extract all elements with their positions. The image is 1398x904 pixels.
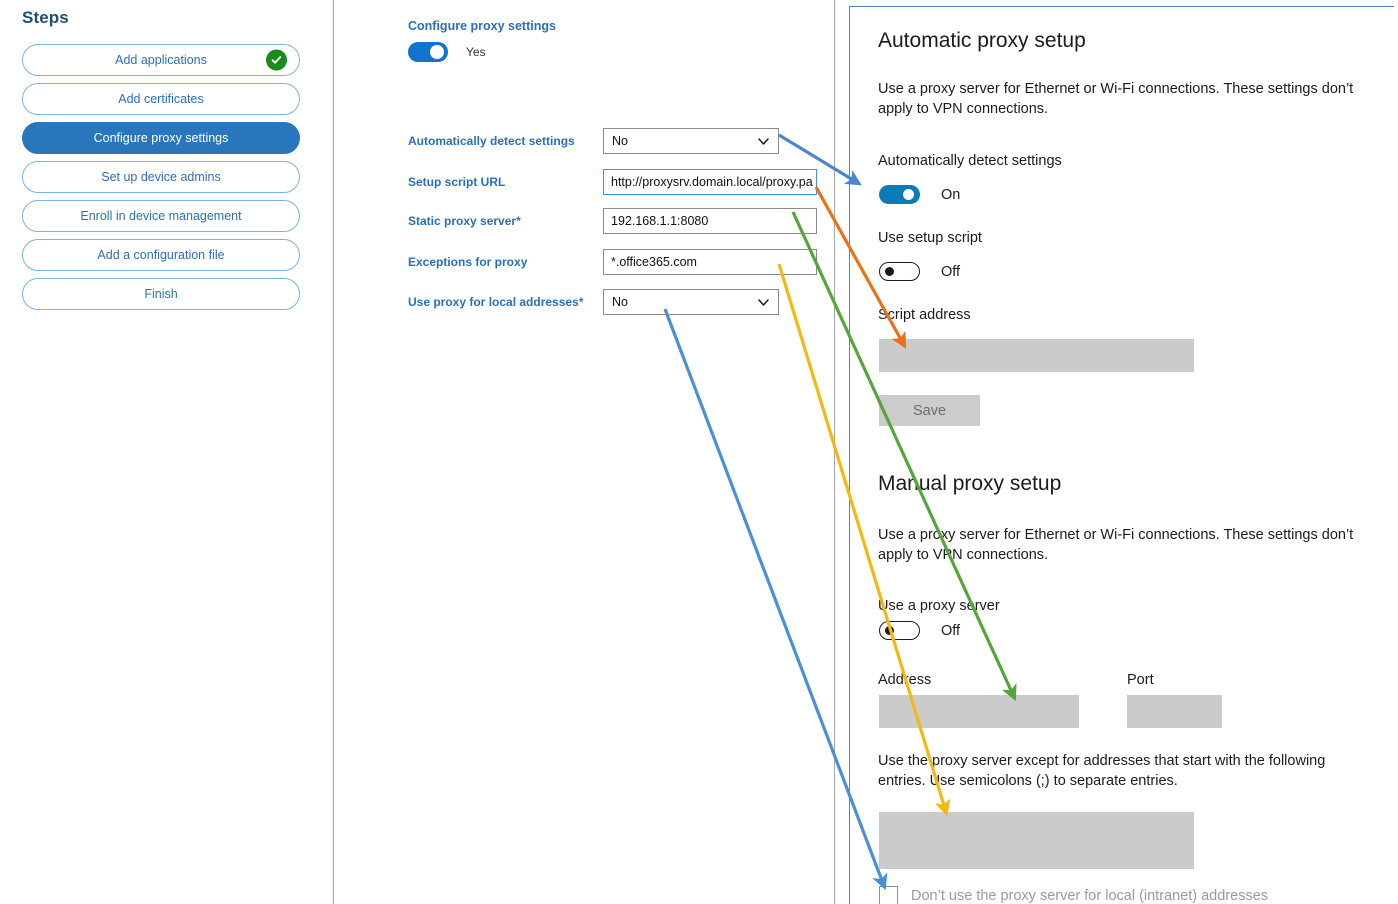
exceptions-for-proxy-input[interactable]: *.office365.com xyxy=(603,249,817,275)
field-static-proxy-server: Static proxy server* 192.168.1.1:8080 xyxy=(408,208,817,234)
input-value: *.office365.com xyxy=(611,255,697,269)
proxy-form-panel: Configure proxy settings Yes Automatical… xyxy=(334,0,834,904)
manual-proxy-setup-heading: Manual proxy setup xyxy=(878,472,1062,495)
configure-proxy-toggle[interactable] xyxy=(408,42,448,62)
step-label: Enroll in device management xyxy=(80,209,242,223)
step-item-configure-proxy-settings[interactable]: Configure proxy settings xyxy=(22,122,300,154)
panel-divider-right xyxy=(834,0,835,904)
chevron-down-icon xyxy=(757,135,770,148)
use-setup-script-toggle-row: Off xyxy=(879,262,960,281)
auto-detect-settings-toggle-state: On xyxy=(941,186,961,203)
step-item-enroll-in-device-management[interactable]: Enroll in device management xyxy=(22,200,300,232)
step-label: Add applications xyxy=(115,53,207,67)
form-heading: Configure proxy settings xyxy=(408,19,556,33)
toggle-knob xyxy=(903,189,914,200)
use-setup-script-toggle-state: Off xyxy=(941,263,961,280)
input-value: 192.168.1.1:8080 xyxy=(611,214,709,228)
port-input[interactable] xyxy=(1127,695,1222,728)
setup-script-url-input[interactable]: http://proxysrv.domain.local/proxy.pa xyxy=(603,169,817,195)
step-label: Add certificates xyxy=(118,92,204,106)
step-item-add-applications[interactable]: Add applications xyxy=(22,44,300,76)
use-proxy-for-local-addresses-select[interactable]: No xyxy=(603,289,779,315)
windows-proxy-settings-panel: Automatic proxy setup Use a proxy server… xyxy=(849,6,1394,904)
auto-detect-settings-toggle-row: On xyxy=(879,185,960,204)
save-button[interactable]: Save xyxy=(879,395,980,426)
steps-panel: Steps Add applications Add certificates … xyxy=(0,0,334,904)
automatically-detect-settings-select[interactable]: No xyxy=(603,128,779,154)
steps-list: Add applications Add certificates Config… xyxy=(22,44,300,317)
automatic-proxy-setup-heading: Automatic proxy setup xyxy=(878,29,1086,52)
address-input[interactable] xyxy=(879,695,1079,728)
use-a-proxy-server-toggle-state: Off xyxy=(941,622,961,639)
toggle-knob xyxy=(885,267,894,276)
step-label: Finish xyxy=(144,287,178,301)
auto-detect-settings-label: Automatically detect settings xyxy=(878,153,1062,169)
toggle-knob xyxy=(430,45,444,59)
port-label: Port xyxy=(1127,672,1154,688)
chevron-down-icon xyxy=(757,296,770,309)
field-label: Exceptions for proxy xyxy=(408,255,528,269)
use-a-proxy-server-toggle[interactable] xyxy=(879,621,920,640)
step-label: Set up device admins xyxy=(101,170,221,184)
field-setup-script-url: Setup script URL http://proxysrv.domain.… xyxy=(408,169,817,195)
use-a-proxy-server-toggle-row: Off xyxy=(879,621,960,640)
use-setup-script-toggle[interactable] xyxy=(879,262,920,281)
use-setup-script-label: Use setup script xyxy=(878,230,982,246)
toggle-knob xyxy=(885,626,894,635)
configure-proxy-toggle-row: Yes xyxy=(408,42,486,62)
field-label: Setup script URL xyxy=(408,175,506,189)
step-item-add-certificates[interactable]: Add certificates xyxy=(22,83,300,115)
manual-proxy-setup-description: Use a proxy server for Ethernet or Wi-Fi… xyxy=(878,527,1354,563)
local-intranet-checkbox-row: Don’t use the proxy server for local (in… xyxy=(879,886,1268,904)
auto-detect-settings-toggle[interactable] xyxy=(879,185,920,204)
step-item-add-a-configuration-file[interactable]: Add a configuration file xyxy=(22,239,300,271)
script-address-label: Script address xyxy=(878,307,971,323)
use-a-proxy-server-label: Use a proxy server xyxy=(878,598,1000,614)
script-address-input[interactable] xyxy=(879,339,1194,372)
input-value: http://proxysrv.domain.local/proxy.pa xyxy=(611,175,813,189)
field-label: Use proxy for local addresses* xyxy=(408,295,584,309)
field-label: Static proxy server* xyxy=(408,214,521,228)
select-value: No xyxy=(612,295,628,309)
steps-title: Steps xyxy=(22,8,69,27)
static-proxy-server-input[interactable]: 192.168.1.1:8080 xyxy=(603,208,817,234)
panel-divider-left xyxy=(333,0,334,904)
step-item-finish[interactable]: Finish xyxy=(22,278,300,310)
automatic-proxy-setup-description: Use a proxy server for Ethernet or Wi-Fi… xyxy=(878,81,1354,117)
check-circle-icon xyxy=(266,49,287,71)
address-label: Address xyxy=(878,672,932,688)
field-label: Automatically detect settings xyxy=(408,134,575,148)
select-value: No xyxy=(612,134,628,148)
configure-proxy-toggle-label: Yes xyxy=(466,45,486,59)
step-label: Configure proxy settings xyxy=(93,131,229,145)
step-item-set-up-device-admins[interactable]: Set up device admins xyxy=(22,161,300,193)
field-exceptions-for-proxy: Exceptions for proxy *.office365.com xyxy=(408,249,817,275)
proxy-exceptions-description: Use the proxy server except for addresse… xyxy=(878,753,1326,789)
local-intranet-checkbox[interactable] xyxy=(879,886,898,904)
field-automatically-detect-settings: Automatically detect settings No xyxy=(408,128,779,154)
proxy-exceptions-input[interactable] xyxy=(879,812,1194,869)
local-intranet-checkbox-label: Don’t use the proxy server for local (in… xyxy=(911,887,1269,904)
field-use-proxy-for-local-addresses: Use proxy for local addresses* No xyxy=(408,289,779,315)
step-label: Add a configuration file xyxy=(97,248,225,262)
